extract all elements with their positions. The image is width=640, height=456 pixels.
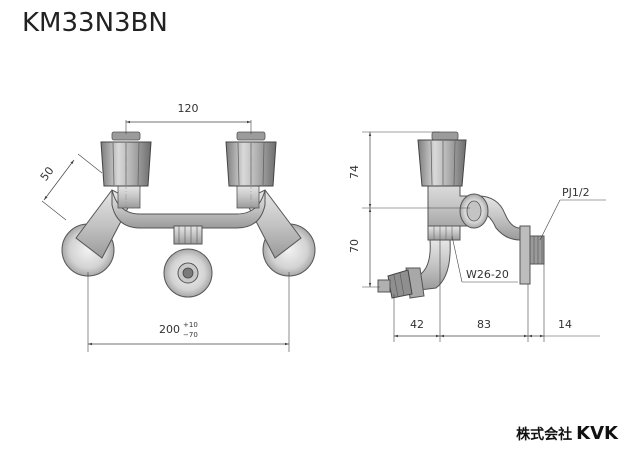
front-dimensions: 120 50 200 +10 −70	[38, 102, 290, 352]
label-hose-thread: W26-20	[466, 268, 509, 281]
dim-handle-spacing: 120	[178, 102, 199, 115]
label-pipe-thread: PJ1/2	[562, 186, 590, 199]
dim-height-lower: 70	[348, 239, 361, 253]
wall-plate	[519, 225, 531, 285]
brand-japanese: 株式会社	[516, 427, 573, 443]
dim-total-width-tol-plus: +10	[183, 321, 198, 329]
front-body	[111, 189, 266, 229]
side-handle	[417, 131, 467, 187]
front-view	[61, 131, 316, 298]
dim-depth-body: 83	[477, 318, 491, 331]
spout	[163, 225, 213, 298]
dim-height-upper: 74	[348, 165, 361, 179]
dim-arm-length: 50	[38, 164, 57, 183]
dim-total-width-tol-minus: −70	[183, 331, 198, 339]
side-view	[377, 131, 545, 299]
hose-coupling	[377, 225, 461, 299]
dim-depth-hose: 42	[410, 318, 424, 331]
brand-logo: 株式会社 KVK	[516, 423, 618, 444]
brand-english: KVK	[576, 423, 618, 444]
dim-depth-connector: 14	[558, 318, 572, 331]
model-title: KM33N3BN	[22, 8, 168, 38]
side-pipe	[477, 195, 521, 241]
dim-total-width: 200	[159, 323, 180, 336]
side-dimensions: 74 70 42 83 14 PJ1/2 W26-20	[348, 131, 606, 342]
wall-connector	[529, 235, 545, 265]
